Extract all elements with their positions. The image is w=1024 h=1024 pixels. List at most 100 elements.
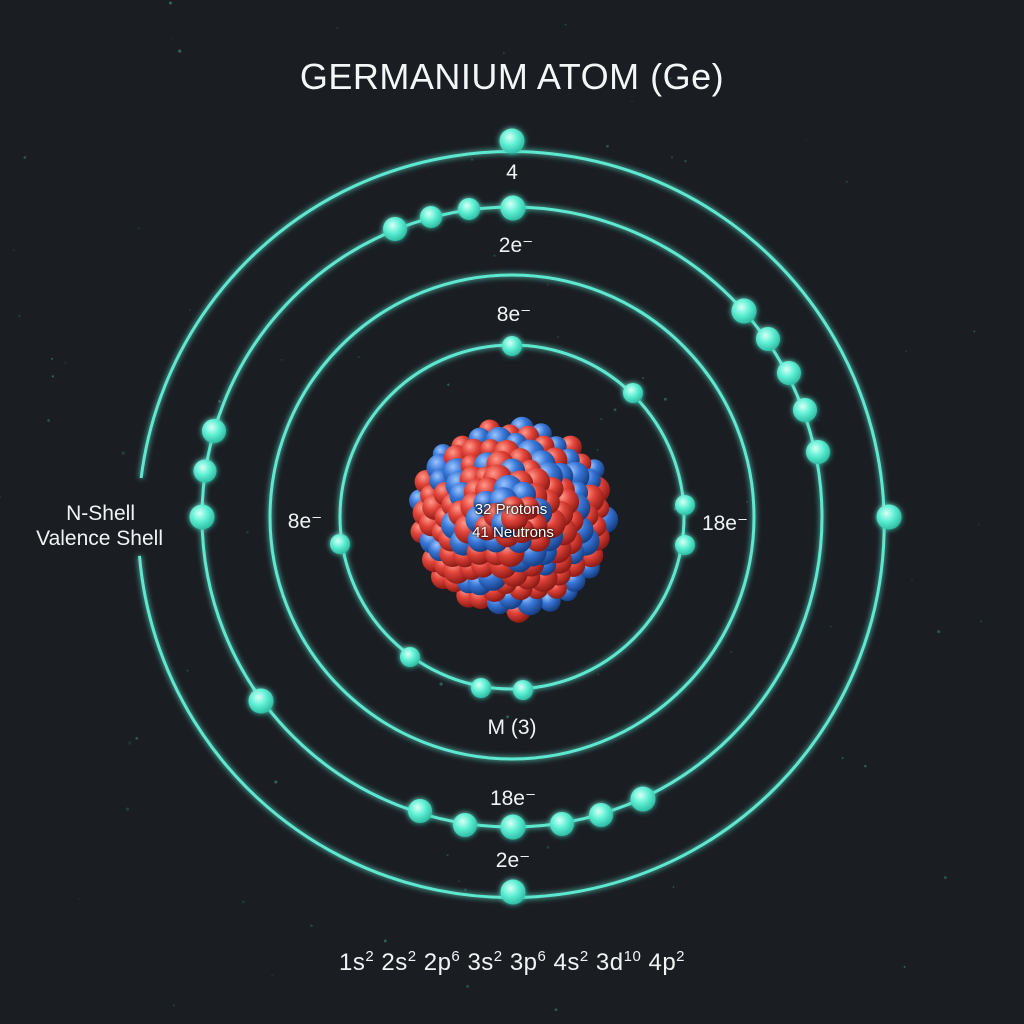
- config-term-2p: 2p6: [423, 948, 461, 976]
- protons-label: 32 Protons: [474, 501, 548, 518]
- electron: [471, 678, 491, 698]
- n-shell-label: N-Shell: [66, 502, 135, 525]
- star: [23, 156, 27, 159]
- star: [271, 974, 273, 977]
- page-title: GERMANIUM ATOM (Ge): [299, 56, 725, 97]
- star: [126, 807, 130, 811]
- star: [621, 391, 624, 393]
- star: [905, 350, 907, 353]
- config-term-3p: 3p6: [509, 948, 547, 976]
- electron: [793, 398, 817, 422]
- star: [51, 375, 54, 378]
- star: [137, 227, 140, 230]
- star: [51, 357, 53, 360]
- star: [447, 383, 450, 386]
- star: [171, 37, 173, 39]
- valence-shell-label: Valence Shell: [36, 527, 163, 550]
- config-term-4p: 4p2: [648, 948, 686, 976]
- star: [973, 330, 976, 333]
- star: [64, 361, 67, 364]
- star: [189, 309, 191, 311]
- star: [631, 100, 633, 103]
- shell-label-outer-top: 4: [506, 161, 518, 184]
- star: [447, 75, 451, 79]
- star: [246, 531, 249, 534]
- config-term-3s: 3s2: [467, 948, 503, 976]
- star: [978, 524, 980, 526]
- shell-label-third-right: 18e⁻: [701, 512, 749, 535]
- star: [280, 358, 283, 361]
- star: [12, 249, 15, 251]
- star: [845, 180, 848, 183]
- electron: [675, 495, 695, 515]
- electron: [189, 504, 215, 530]
- star: [178, 49, 182, 53]
- star: [684, 159, 687, 163]
- star: [78, 898, 80, 900]
- electron: [550, 812, 574, 836]
- electron: [513, 680, 533, 700]
- star: [600, 418, 603, 420]
- star: [672, 886, 675, 888]
- electron: [630, 786, 656, 812]
- star: [457, 880, 460, 883]
- electron: [675, 535, 695, 555]
- shell-label-second-bottom: 18e⁻: [489, 787, 537, 810]
- star: [613, 408, 617, 412]
- star: [446, 854, 449, 857]
- star: [903, 965, 906, 968]
- star: [464, 888, 467, 892]
- electron: [876, 504, 902, 530]
- electron-group: [189, 128, 902, 905]
- star: [493, 254, 496, 257]
- star: [554, 1008, 558, 1011]
- electron: [330, 534, 350, 554]
- config-term-3d: 3d10: [595, 948, 642, 976]
- star: [274, 780, 278, 784]
- nucleus: [409, 416, 619, 623]
- proton: [501, 504, 528, 532]
- star: [502, 52, 505, 55]
- star: [383, 939, 387, 943]
- neutrons-label: 41 Neutrons: [472, 524, 554, 541]
- star: [663, 397, 667, 401]
- shell-label-third-bottom: M (3): [487, 716, 537, 739]
- star: [911, 579, 913, 581]
- star: [829, 625, 832, 628]
- electron: [499, 128, 525, 154]
- star: [670, 155, 674, 159]
- config-term-4s: 4s2: [553, 948, 589, 976]
- electron: [500, 814, 526, 840]
- electron: [453, 813, 477, 837]
- electron: [756, 327, 780, 351]
- electron: [589, 803, 613, 827]
- star: [135, 737, 138, 740]
- orbit-third: [268, 273, 756, 761]
- star: [546, 283, 549, 286]
- config-term-2s: 2s2: [381, 948, 417, 976]
- star: [121, 451, 125, 455]
- star: [358, 356, 360, 358]
- star: [168, 1, 173, 5]
- star: [669, 76, 672, 80]
- star: [642, 377, 645, 379]
- star: [336, 27, 338, 29]
- electron: [777, 361, 801, 385]
- star: [597, 672, 600, 676]
- star: [47, 419, 50, 422]
- electron: [458, 198, 480, 220]
- star: [310, 924, 313, 928]
- star: [746, 501, 748, 503]
- electron: [383, 217, 407, 241]
- star: [557, 336, 559, 338]
- star: [596, 449, 599, 451]
- star: [564, 23, 567, 26]
- star: [546, 845, 550, 849]
- electron: [502, 336, 522, 356]
- star: [218, 400, 221, 403]
- star: [411, 226, 415, 229]
- star: [128, 741, 132, 745]
- shell-label-outer-bottom: 2e⁻: [495, 849, 531, 872]
- star: [506, 715, 510, 719]
